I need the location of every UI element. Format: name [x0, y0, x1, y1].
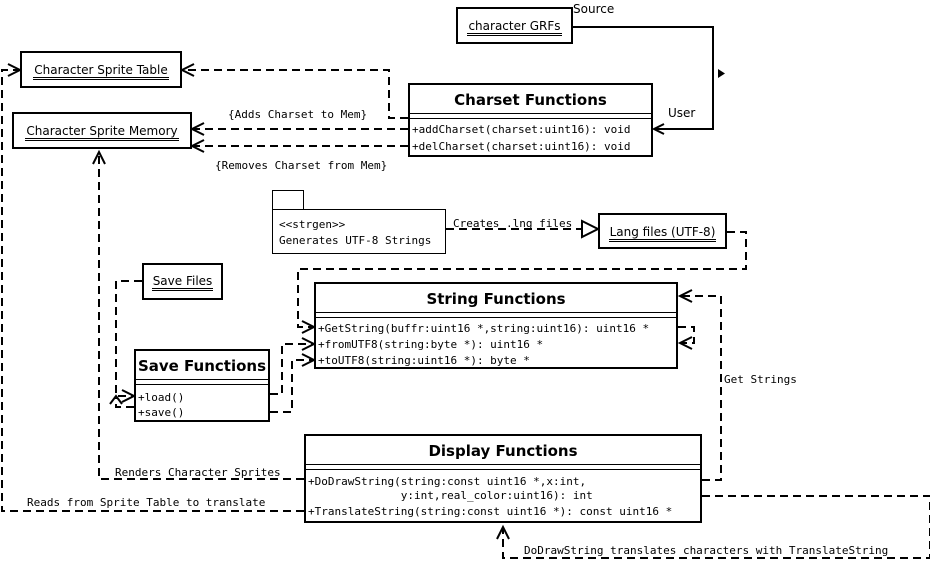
save-method-save: +save(): [138, 406, 185, 419]
lang-files-label: Lang files (UTF-8): [608, 225, 717, 242]
arrowhead-getstring-loop: [677, 336, 693, 350]
string-method-toutf8: +toUTF8(string:uint16 *): byte *: [318, 354, 530, 367]
save-files-label: Save Files: [151, 274, 214, 291]
display-method-dodrawstring-cont: y:int,real_color:uint16): int: [308, 489, 593, 502]
reads-sprite-table-label: Reads from Sprite Table to translate: [27, 496, 266, 509]
charset-method-del: +delCharset(charset:uint16): void: [412, 140, 631, 153]
charset-functions-title: Charset Functions: [454, 91, 607, 109]
save-method-load: +load(): [138, 391, 185, 404]
display-to-table-line: [1, 69, 304, 512]
string-functions-class[interactable]: String Functions +GetString(buffr:uint16…: [314, 282, 678, 369]
strgen-stereotype: <<strgen>>: [279, 218, 346, 231]
arrowhead-memory-renders: [92, 149, 106, 165]
display-functions-title: Display Functions: [428, 442, 578, 460]
arrowhead-dodrawstring: [496, 524, 510, 540]
arrowhead-memory-adds: [189, 122, 205, 136]
save-divider: [136, 379, 268, 385]
removes-charset-label: {Removes Charset from Mem}: [215, 159, 388, 172]
dodrawstring-note-label: DoDrawString translates characters with …: [524, 544, 889, 557]
display-divider: [306, 464, 700, 470]
string-method-fromutf8: +fromUTF8(string:byte *): uint16 *: [318, 338, 544, 351]
character-grfs-object[interactable]: character GRFs: [456, 7, 573, 44]
source-label: Source: [573, 2, 615, 16]
getstring-self-loop: [678, 326, 695, 344]
arrowhead-memory-removes: [189, 139, 205, 153]
save-functions-class[interactable]: Save Functions +load() +save(): [134, 349, 270, 422]
arrowhead-lang-realization: [581, 219, 601, 239]
save-to-toutf8-line: [270, 359, 314, 413]
arrowhead-string-get-strings: [677, 289, 693, 303]
charset-functions-class[interactable]: Charset Functions +addCharset(charset:ui…: [408, 83, 653, 157]
character-grfs-label: character GRFs: [467, 19, 562, 36]
strgen-package-tab: [272, 190, 304, 211]
display-method-translatestring: +TranslateString(string:const uint16 *):…: [308, 505, 673, 518]
character-sprite-memory-object[interactable]: Character Sprite Memory: [12, 112, 192, 149]
character-sprite-memory-label: Character Sprite Memory: [25, 124, 179, 141]
character-sprite-table-object[interactable]: Character Sprite Table: [20, 51, 182, 88]
lang-files-object[interactable]: Lang files (UTF-8): [598, 213, 727, 249]
charset-divider: [410, 113, 651, 119]
charset-to-table-line: [182, 69, 408, 119]
user-label: User: [668, 106, 696, 120]
save-loop-line: [115, 398, 134, 408]
grfs-arrowhead: [651, 123, 665, 135]
source-direction-marker: [718, 69, 725, 78]
character-sprite-table-label: Character Sprite Table: [33, 63, 169, 80]
display-get-strings-line: [680, 295, 722, 481]
grfs-to-charset-line: [572, 26, 714, 130]
save-to-fromutf8-line: [270, 343, 314, 395]
display-functions-class[interactable]: Display Functions +DoDrawString(string:c…: [304, 434, 702, 523]
string-divider: [316, 312, 676, 318]
display-to-memory-line: [98, 152, 304, 480]
renders-sprites-label: Renders Character Sprites: [115, 466, 281, 479]
strgen-package[interactable]: <<strgen>> Generates UTF-8 Strings: [272, 209, 446, 254]
display-method-dodrawstring: +DoDrawString(string:const uint16 *,x:in…: [308, 475, 587, 488]
savefiles-to-load-line: [115, 280, 142, 397]
save-files-object[interactable]: Save Files: [142, 263, 223, 300]
save-functions-title: Save Functions: [137, 357, 267, 375]
lang-to-string-line: [297, 231, 747, 328]
string-method-getstring: +GetString(buffr:uint16 *,string:uint16)…: [318, 322, 650, 335]
strgen-description: Generates UTF-8 Strings: [279, 234, 432, 247]
get-strings-label: Get Strings: [724, 373, 797, 386]
arrowhead-table-from-charset: [179, 63, 195, 77]
charset-method-add: +addCharset(charset:uint16): void: [412, 123, 631, 136]
creates-lng-label: Creates .lng files: [453, 217, 573, 230]
string-functions-title: String Functions: [426, 290, 566, 308]
adds-charset-label: {Adds Charset to Mem}: [228, 108, 368, 121]
arrowhead-save-loop: [109, 394, 123, 405]
